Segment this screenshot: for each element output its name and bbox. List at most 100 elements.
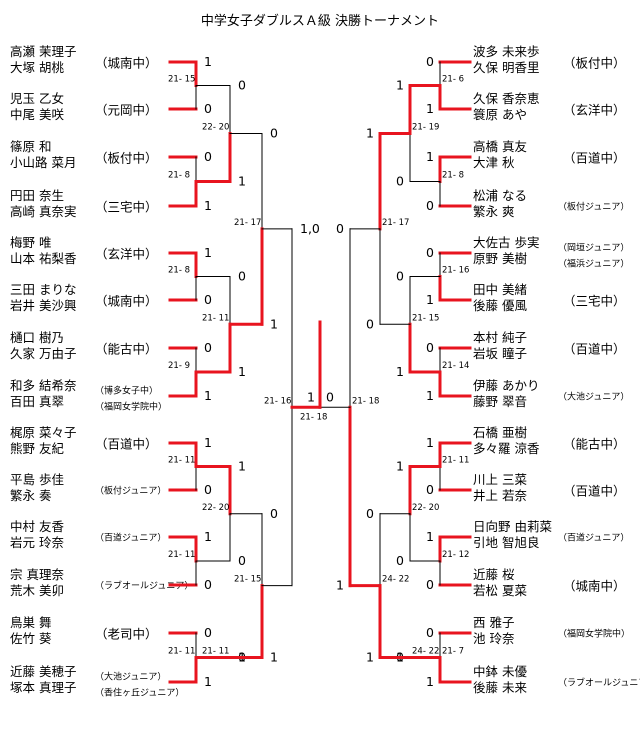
- match-score: 0: [270, 126, 278, 141]
- player-pair: 近藤 美穂子塚本 真理子: [10, 664, 76, 696]
- player-pair: 久保 香奈恵簑原 あや: [473, 91, 539, 123]
- player-name: 若松 夏菜: [473, 583, 527, 598]
- match-label: 21- 11: [168, 647, 195, 657]
- player-name: 山本 祐梨香: [10, 251, 77, 266]
- school-label: （元岡中）: [95, 102, 158, 118]
- final-score-left: 1: [307, 389, 315, 404]
- match-score: 0: [396, 269, 404, 284]
- match-label: 22- 20: [202, 123, 229, 133]
- school-label: （百道ジュニア）: [95, 533, 167, 544]
- player-name: 本村 純子: [473, 330, 527, 345]
- player-name: 後藤 優風: [473, 298, 527, 313]
- match-score: 1: [396, 78, 404, 93]
- match-score: 0: [204, 101, 212, 116]
- player-name: 樋口 樹乃: [10, 330, 64, 345]
- match-score: 0: [366, 506, 374, 521]
- match-score: 0: [426, 340, 434, 355]
- final-score-right: 0: [326, 389, 334, 404]
- match-label: 21- 15: [234, 575, 261, 585]
- match-label: 21- 8: [168, 266, 190, 276]
- player-pair: 波多 未来歩久保 明香里: [473, 44, 539, 76]
- match-score: 1,0: [300, 221, 320, 236]
- school-label: （老司中）: [95, 626, 158, 642]
- school-label: （ラブオールジュニア）: [558, 678, 640, 689]
- player-name: 川上 三菜: [473, 472, 527, 487]
- final-label: 21- 18: [300, 412, 327, 422]
- match-score: 1: [204, 388, 212, 403]
- match-label: 21- 6: [442, 75, 464, 85]
- player-pair: 日向野 由莉菜引地 智旭良: [473, 519, 552, 551]
- match-score: 1: [426, 388, 434, 403]
- player-name: 中尾 美咲: [10, 107, 64, 122]
- school-label: （博多女子中）: [95, 386, 159, 397]
- player-name: 岩元 玲奈: [10, 535, 64, 550]
- match-score: 0: [426, 482, 434, 497]
- player-name: 和多 結希奈: [10, 378, 77, 393]
- match-label: 21- 15: [412, 313, 439, 323]
- player-pair: 和多 結希奈百田 真翠: [10, 378, 76, 410]
- player-name: 円田 奈生: [10, 188, 64, 203]
- player-name: 後藤 未来: [473, 680, 527, 695]
- player-pair: 石橋 亜樹多々羅 涼香: [473, 425, 539, 457]
- match-score: 0: [238, 553, 246, 568]
- player-name: 伊藤 あかり: [473, 378, 540, 393]
- school-label: （板付中）: [563, 55, 626, 71]
- player-pair: 伊藤 あかり藤野 翠音: [473, 378, 539, 410]
- match-score: 0: [396, 553, 404, 568]
- player-name: 梅野 唯: [10, 235, 52, 250]
- match-score: 1: [238, 459, 246, 474]
- player-pair: 中村 友香岩元 玲奈: [10, 519, 64, 551]
- player-pair: 児玉 乙女中尾 美咲: [10, 91, 64, 123]
- match-score: 0: [336, 221, 344, 236]
- match-label: 21- 11: [168, 456, 195, 466]
- match-label: 24- 22: [412, 647, 439, 657]
- player-pair: 本村 純子岩坂 瞳子: [473, 330, 527, 362]
- player-name: 高橋 真友: [473, 139, 527, 154]
- school-label: （大池ジュニア）: [558, 392, 630, 403]
- match-score: 0: [204, 149, 212, 164]
- player-name: 近藤 美穂子: [10, 664, 77, 679]
- school-label: （玄洋中）: [563, 102, 626, 118]
- match-label: 21- 8: [442, 171, 464, 181]
- player-name: 久保 明香里: [473, 60, 540, 75]
- school-label: （百道ジュニア）: [558, 533, 630, 544]
- match-label: 21- 16: [442, 266, 469, 276]
- match-score: 0: [426, 198, 434, 213]
- player-name: 百田 真翠: [10, 394, 64, 409]
- school-label: （百道中）: [563, 341, 626, 357]
- school-label: （城南中）: [563, 578, 626, 594]
- player-name: 梶原 菜々子: [10, 425, 77, 440]
- match-label: 21- 19: [412, 123, 439, 133]
- match-label: 21- 11: [202, 647, 229, 657]
- player-name: 繁永 爽: [473, 204, 515, 219]
- player-name: 鳥巣 舞: [10, 615, 52, 630]
- player-name: 石橋 亜樹: [473, 425, 527, 440]
- school-label: （板付ジュニア）: [95, 486, 167, 497]
- match-score: 0: [238, 78, 246, 93]
- school-label: （ラブオールジュニア）: [95, 581, 194, 592]
- player-name: 日向野 由莉菜: [473, 519, 552, 534]
- player-pair: 松浦 なる繁永 爽: [473, 188, 527, 220]
- match-score: 0: [426, 625, 434, 640]
- match-label: 21- 9: [168, 361, 190, 371]
- match-label: 21- 17: [382, 218, 409, 228]
- school-label: （能古中）: [563, 436, 626, 452]
- match-score: 1: [238, 364, 246, 379]
- match-score: 1: [270, 316, 278, 331]
- match-label: 21- 11: [202, 313, 229, 323]
- school-label: （三宅中）: [563, 293, 626, 309]
- player-name: 藤野 翠音: [473, 394, 527, 409]
- school-label: （香住ヶ丘ジュニア）: [95, 688, 185, 699]
- match-label: 21- 12: [442, 550, 469, 560]
- match-score: 0: [204, 577, 212, 592]
- match-score: 0: [204, 625, 212, 640]
- player-pair: 梅野 唯山本 祐梨香: [10, 235, 76, 267]
- match-score: 1: [426, 674, 434, 689]
- match-score: 1: [204, 529, 212, 544]
- player-name: 中村 友香: [10, 519, 64, 534]
- player-name: 池 玲奈: [473, 631, 515, 646]
- match-label: 21- 11: [442, 456, 469, 466]
- match-score: 1: [204, 674, 212, 689]
- school-label: （百道中）: [563, 483, 626, 499]
- player-name: 荒木 美卯: [10, 583, 64, 598]
